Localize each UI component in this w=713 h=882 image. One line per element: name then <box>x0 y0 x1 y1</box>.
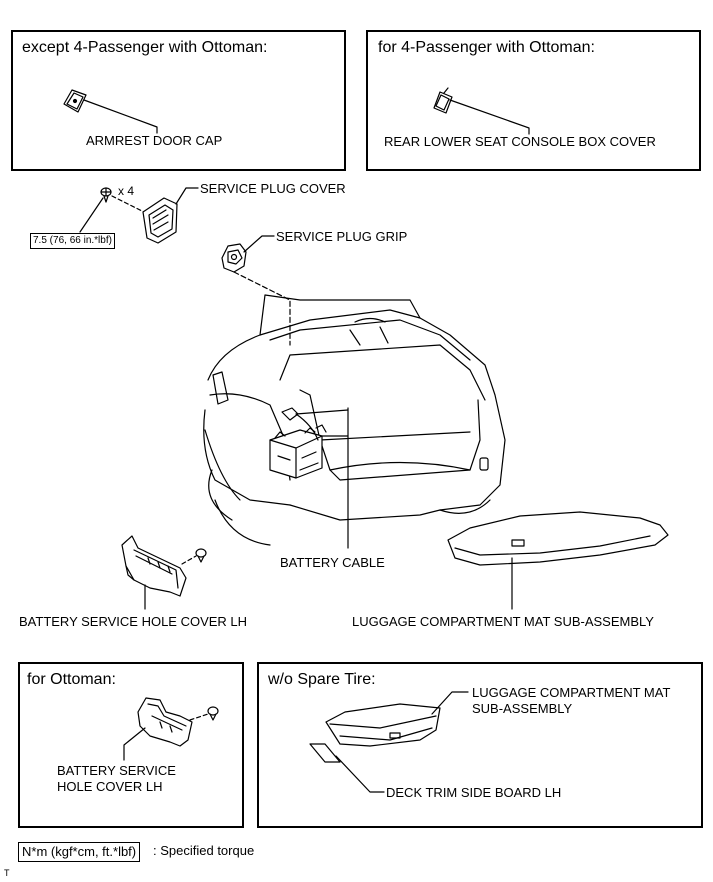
luggage-mat-part <box>447 511 669 566</box>
deck-trim-side-board-label: DECK TRIM SIDE BOARD LH <box>386 785 562 800</box>
bolt-quantity-label: x 4 <box>118 184 135 198</box>
armrest-door-cap-part <box>63 89 87 113</box>
console-box-cover-label: REAR LOWER SEAT CONSOLE BOX COVER <box>384 134 656 149</box>
ottoman-hole-cover-label-line2: HOLE COVER LH <box>57 779 163 794</box>
console-box-cover-leader <box>449 99 530 135</box>
battery-hole-cover-part <box>121 535 187 597</box>
except-4-passenger-panel <box>11 30 346 171</box>
service-plug-cover-label: SERVICE PLUG COVER <box>200 181 346 196</box>
ottoman-hole-cover-part <box>137 697 193 747</box>
spare-tire-mat-leader <box>431 691 469 715</box>
service-plug-grip-label: SERVICE PLUG GRIP <box>276 229 408 244</box>
service-plug-cover-part <box>142 197 178 244</box>
torque-unit-legend: N*m (kgf*cm, ft.*lbf) <box>18 842 141 862</box>
console-box-cover-part <box>433 87 453 114</box>
spare-tire-mat-label-line1: LUGGAGE COMPARTMENT MAT <box>472 685 671 700</box>
battery-cable-label: BATTERY CABLE <box>280 555 385 570</box>
bolt-part <box>100 187 112 203</box>
battery-cable-leader-a <box>295 409 349 415</box>
luggage-mat-label: LUGGAGE COMPARTMENT MAT SUB-ASSEMBLY <box>352 614 654 629</box>
clip-part <box>195 548 207 563</box>
service-plug-grip-part <box>221 243 247 273</box>
ottoman-hole-cover-label-line1: BATTERY SERVICE <box>57 763 176 778</box>
for-ottoman-header: for Ottoman: <box>27 671 116 688</box>
torque-leader <box>79 197 104 233</box>
battery-part <box>269 427 323 479</box>
battery-hole-cover-label: BATTERY SERVICE HOLE COVER LH <box>19 614 248 629</box>
ottoman-clip-part <box>207 706 219 721</box>
for-ottoman-panel <box>18 662 244 828</box>
corner-mark: T <box>4 868 10 878</box>
armrest-door-cap-leader <box>83 99 158 134</box>
vehicle-body <box>203 294 506 546</box>
service-plug-cover-leader <box>175 187 199 205</box>
except-4-passenger-header: except 4-Passenger with Ottoman: <box>22 39 268 56</box>
ottoman-hole-cover-leader <box>123 727 146 761</box>
without-spare-tire-panel <box>257 662 703 828</box>
for-4-passenger-header: for 4-Passenger with Ottoman: <box>378 39 595 56</box>
torque-spec-label: 7.5 (76, 66 in.*lbf) <box>30 233 115 249</box>
spare-tire-mat-part <box>325 703 441 747</box>
torque-legend-description: : Specified torque <box>153 843 255 858</box>
without-spare-tire-header: w/o Spare Tire: <box>268 671 376 688</box>
deck-trim-side-board-part <box>309 743 341 763</box>
armrest-door-cap-label: ARMREST DOOR CAP <box>86 133 223 148</box>
deck-trim-side-board-leader <box>335 755 385 793</box>
spare-tire-mat-label-line2: SUB-ASSEMBLY <box>472 701 573 716</box>
service-plug-grip-leader <box>243 235 275 253</box>
for-4-passenger-panel <box>366 30 701 171</box>
